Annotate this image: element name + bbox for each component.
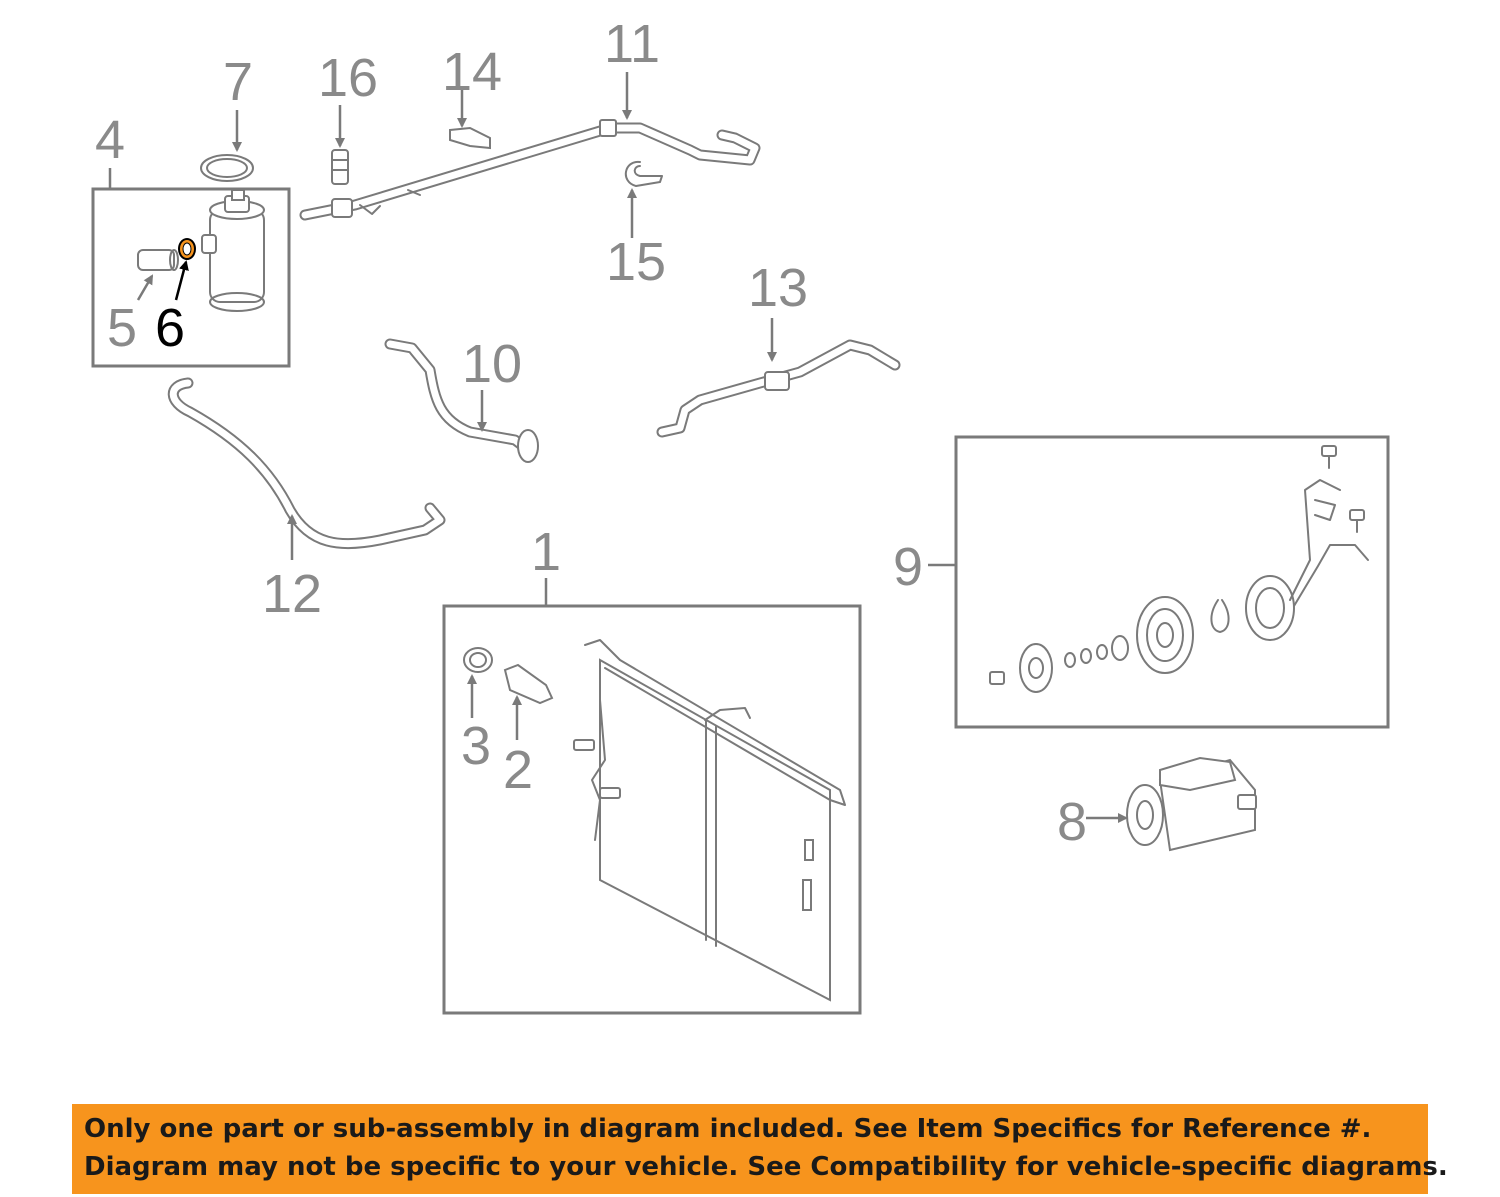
callout-16: 16 xyxy=(318,48,378,108)
group-4-frame xyxy=(91,187,291,368)
part-16-valve xyxy=(331,105,349,185)
part-7-seal-ring xyxy=(200,110,254,182)
receiver-drier xyxy=(201,189,265,312)
part-3-cap xyxy=(463,647,493,718)
callout-3: 3 xyxy=(461,716,491,776)
callout-6: 6 xyxy=(155,298,185,358)
callout-1: 1 xyxy=(531,522,561,582)
callout-11: 11 xyxy=(604,14,660,74)
callout-2: 2 xyxy=(503,740,533,800)
callout-8: 8 xyxy=(1057,792,1087,852)
part-6-o-ring xyxy=(178,238,196,260)
condenser-group xyxy=(442,578,862,1015)
part-5-fitting xyxy=(137,249,179,271)
callout-14: 14 xyxy=(442,42,502,102)
part-8-compressor xyxy=(1086,756,1257,852)
part-13-suction-line xyxy=(656,318,901,438)
part-1-condenser xyxy=(573,639,846,1002)
callout-5: 5 xyxy=(107,298,137,358)
disclaimer-line-1: Only one part or sub-assembly in diagram… xyxy=(84,1114,1372,1144)
parts-diagram: 1 2 3 4 5 6 7 8 9 10 11 12 13 14 15 16 xyxy=(91,14,1390,1015)
callout-7: 7 xyxy=(223,52,253,112)
receiver-drier-group xyxy=(91,168,291,368)
part-11-liquid-line xyxy=(299,72,761,221)
callout-labels: 1 2 3 4 5 6 7 8 9 10 11 12 13 14 15 16 xyxy=(95,14,1087,852)
callout-15: 15 xyxy=(606,232,666,292)
clutch-group xyxy=(928,435,1390,729)
part-12-hose xyxy=(167,377,446,560)
group-9-frame xyxy=(954,435,1390,729)
callout-10: 10 xyxy=(462,334,522,394)
disclaimer-line-2: Diagram may not be specific to your vehi… xyxy=(84,1152,1448,1182)
callout-12: 12 xyxy=(262,564,322,624)
clutch-parts xyxy=(989,445,1369,693)
callout-9: 9 xyxy=(893,537,923,597)
part-10-hose xyxy=(384,338,539,463)
callout-13: 13 xyxy=(748,258,808,318)
disclaimer-banner: Only one part or sub-assembly in diagram… xyxy=(72,1104,1448,1194)
group-1-frame xyxy=(442,604,862,1015)
part-15-clip xyxy=(625,160,663,238)
callout-4: 4 xyxy=(95,110,125,170)
part-2-filter xyxy=(503,663,554,740)
part-14-bracket xyxy=(449,90,491,150)
